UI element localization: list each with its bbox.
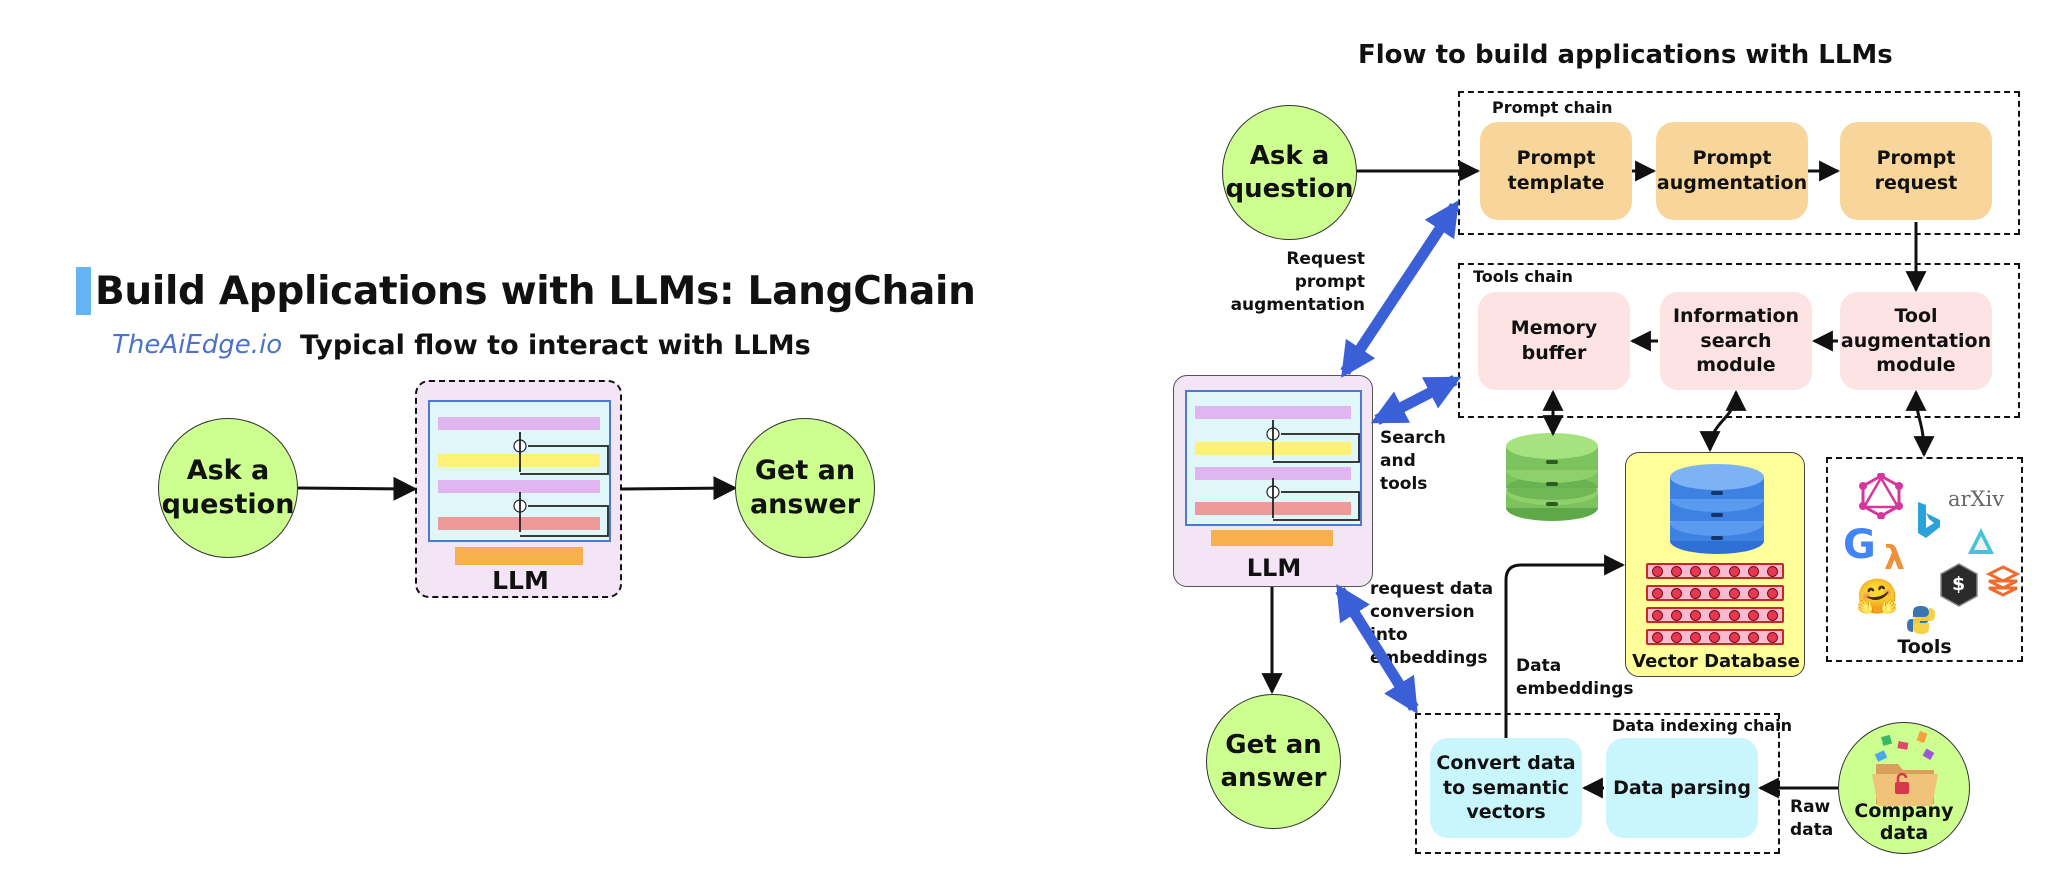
data-indexing-chain-label: Data indexing chain xyxy=(1612,716,1793,735)
prompt-request-box: Prompt request xyxy=(1840,122,1992,220)
data-indexing-chain-container xyxy=(1415,713,1780,854)
left-title-block: Build Applications with LLMs: LangChain xyxy=(76,266,976,316)
vector-row xyxy=(1646,563,1784,579)
llm-layer-bar xyxy=(438,454,600,467)
left-arrow-llm-to-answer xyxy=(621,476,738,501)
arxiv-icon: arXiv xyxy=(1948,487,2005,511)
llm-embedding-bar xyxy=(1211,530,1333,546)
graphql-icon xyxy=(1859,473,1903,519)
llm-residual-lines xyxy=(513,432,609,537)
left-llm-label: LLM xyxy=(492,566,549,595)
llm-embedding-bar xyxy=(455,547,583,565)
tools-chain-label: Tools chain xyxy=(1473,267,1573,286)
prompt-augmentation-box: Prompt augmentation xyxy=(1656,122,1808,220)
vector-database-icon xyxy=(1670,464,1764,554)
arrow-information-vector-db xyxy=(1699,389,1747,453)
prompt-chain-container xyxy=(1458,91,2020,235)
vector-row xyxy=(1646,629,1784,645)
vector-database-label: Vector Database xyxy=(1632,651,1800,672)
right-title: Flow to build applications with LLMs xyxy=(1358,40,1893,70)
lambda-icon: λ xyxy=(1884,538,1905,577)
convert-data-box: Convert data to semantic vectors xyxy=(1430,738,1582,838)
stack-icon xyxy=(1986,565,2020,597)
arrow-tool-module-tools xyxy=(1905,389,1935,458)
terminal-symbol: $ xyxy=(1952,573,1966,595)
llm-layer-bar xyxy=(438,417,600,430)
right-llm-label: LLM xyxy=(1246,554,1302,582)
brand-name: TheAiEdge.io xyxy=(112,330,283,360)
data-parsing-box: Data parsing xyxy=(1606,738,1758,838)
tool-augmentation-module-box: Tool augmentation module xyxy=(1840,292,1992,390)
llm-layer-bar xyxy=(1195,467,1351,480)
vector-row xyxy=(1646,607,1784,623)
python-icon xyxy=(1907,606,1935,634)
left-ask-question-node: Ask a question xyxy=(158,418,298,558)
blue-arrow-llm-tools-chain xyxy=(1370,375,1462,425)
folder-icon xyxy=(1872,730,1938,806)
memory-buffer-box: Memory buffer xyxy=(1478,292,1630,390)
blue-arrow-llm-prompt-chain xyxy=(1340,200,1460,378)
vector-database-node: Vector Database xyxy=(1625,452,1805,677)
prompt-template-box: Prompt template xyxy=(1480,122,1632,220)
left-get-answer-node: Get an answer xyxy=(735,418,875,558)
information-search-module-box: Information search module xyxy=(1660,292,1812,390)
llm-layer-bar xyxy=(438,480,600,493)
title-accent-bar xyxy=(76,267,91,315)
left-subtitle: Typical flow to interact with LLMs xyxy=(300,330,811,361)
llm-residual-lines xyxy=(1266,420,1360,521)
huggingface-icon: 🤗 xyxy=(1856,577,1899,617)
tools-label: Tools xyxy=(1897,636,1952,658)
company-data-label: Company data xyxy=(1854,800,1954,845)
blue-arrow-llm-data-indexing xyxy=(1335,584,1419,714)
page-title: Build Applications with LLMs: LangChain xyxy=(95,268,976,314)
prompt-chain-label: Prompt chain xyxy=(1492,98,1613,117)
label-search-and-tools: Search and tools xyxy=(1380,428,1446,494)
left-llm-transformer-icon xyxy=(428,400,611,542)
memory-database-icon xyxy=(1506,433,1598,521)
llm-layer-bar xyxy=(438,517,600,530)
right-llm-transformer-icon xyxy=(1185,390,1362,526)
tools-container xyxy=(1826,457,2023,662)
terminal-icon xyxy=(1940,563,1978,607)
vector-row xyxy=(1646,585,1784,601)
arrow-embeddings-to-vector-db xyxy=(1504,554,1626,738)
bing-icon xyxy=(1918,502,1940,538)
left-llm-node: LLM xyxy=(415,380,622,598)
label-data-embeddings: Data embeddings xyxy=(1516,656,1634,699)
alpha-icon xyxy=(1968,528,1994,554)
llm-layer-bar xyxy=(1195,406,1351,419)
google-icon: G xyxy=(1843,522,1876,568)
right-llm-node: LLM xyxy=(1173,375,1373,587)
left-arrow-ask-to-llm xyxy=(297,476,418,501)
right-get-answer-node: Get an answer xyxy=(1206,694,1341,829)
right-ask-question-node: Ask a question xyxy=(1222,105,1357,240)
label-raw-data: Raw data xyxy=(1790,797,1834,840)
